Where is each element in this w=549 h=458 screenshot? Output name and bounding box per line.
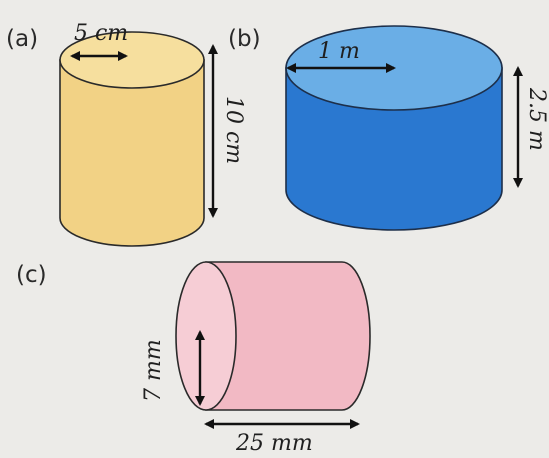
radius-label-a: 5 cm [74, 21, 128, 46]
cylinder-c-body [205, 261, 371, 411]
cylinder-a-body [59, 59, 205, 247]
cylinder-c [175, 261, 371, 411]
diameter-label-c: 7 mm [141, 339, 166, 402]
part-label-c: (c) [16, 262, 47, 288]
part-label-a: (a) [6, 26, 38, 52]
height-label-a: 10 cm [221, 96, 246, 164]
cylinder-c-face [175, 261, 237, 411]
cylinder-b-body [285, 67, 503, 231]
height-label-b: 2.5 m [524, 87, 549, 151]
part-label-b: (b) [228, 26, 261, 52]
length-label-c: 25 mm [235, 431, 313, 456]
cylinder-a [59, 31, 205, 247]
cylinder-a-top [59, 31, 205, 89]
radius-label-b: 1 m [318, 39, 360, 64]
cylinder-b [285, 25, 503, 231]
